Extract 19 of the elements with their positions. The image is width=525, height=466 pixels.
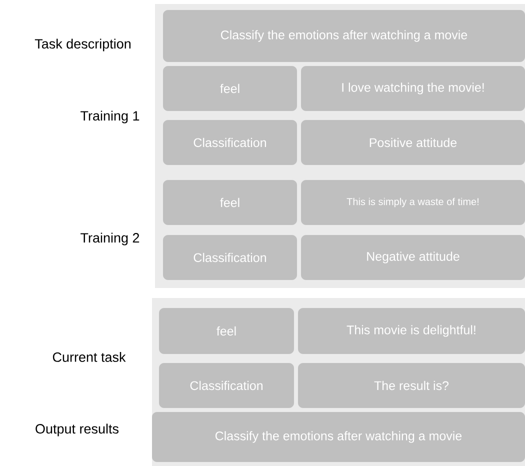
text-box: Classify the emotions after watching a movie (152, 412, 525, 462)
row-label: Training 1 (80, 110, 140, 124)
text-box: I love watching the movie! (301, 66, 525, 111)
text-box: Classification (163, 235, 297, 280)
text-box: This movie is delightful! (298, 308, 525, 354)
row-label: Task description (34, 38, 130, 52)
text-box: The result is? (298, 363, 525, 408)
row-label: Training 2 (80, 232, 140, 246)
text-box: Positive attitude (301, 120, 525, 165)
text-box: feel (159, 308, 294, 354)
text-box: Classify the emotions after watching a movie (163, 10, 525, 62)
text-box: feel (163, 66, 297, 111)
text-box: feel (163, 180, 297, 225)
text-box: Negative attitude (301, 235, 525, 280)
text-box: Classification (159, 363, 294, 408)
row-label: Output results (36, 424, 119, 436)
text-box: Classification (163, 120, 297, 165)
row-label: Current task (52, 352, 126, 362)
text-box: This is simply a waste of time! (301, 180, 525, 225)
